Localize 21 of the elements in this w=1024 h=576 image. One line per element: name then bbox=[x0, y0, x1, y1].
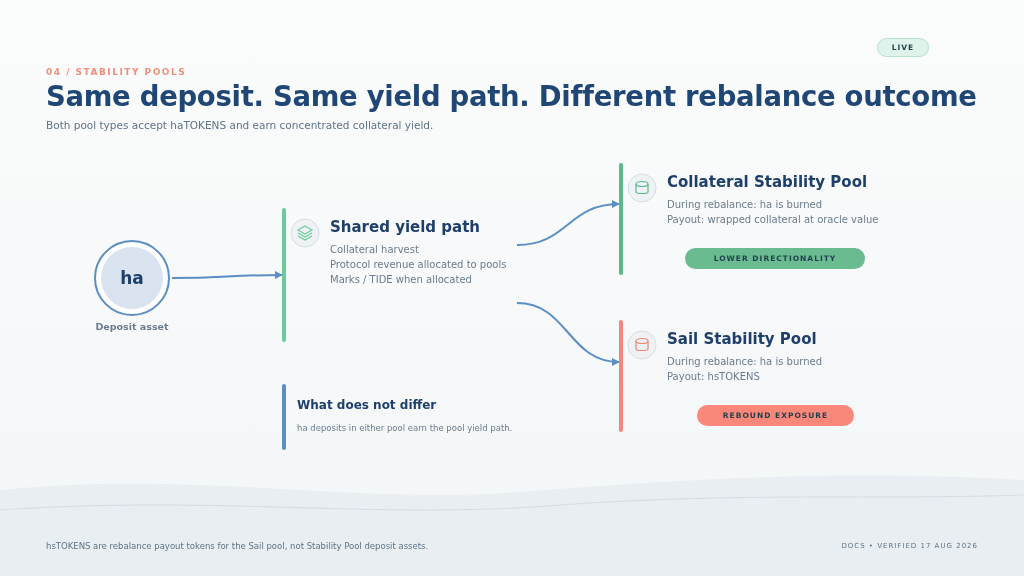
card-text: Collateral harvest bbox=[330, 243, 420, 257]
card-heading: Sail Stability Pool bbox=[667, 330, 818, 348]
title: Same deposit. Same yield path. Different rebalance outcome bbox=[46, 80, 977, 112]
asset-label: ha bbox=[120, 268, 144, 288]
card-text: Marks / TIDE when allocated bbox=[330, 273, 473, 287]
arrow bbox=[171, 271, 283, 280]
card-text: Protocol revenue allocated to pools bbox=[330, 258, 508, 272]
card-heading: What does not differ bbox=[297, 398, 438, 412]
node-label: Deposit asset bbox=[94, 321, 170, 332]
arrow bbox=[516, 200, 620, 246]
card-text: ha deposits in either pool earn the pool yield path. bbox=[297, 422, 514, 435]
footnote: hsTOKENS are rebalance payout tokens for the Sail pool, not Stability Pool deposit assets. bbox=[46, 541, 429, 551]
card-heading: Shared yield path bbox=[330, 218, 482, 236]
card-text: During rebalance: ha is burned bbox=[667, 355, 824, 369]
card-text: Payout: wrapped collateral at oracle value bbox=[667, 213, 880, 227]
section-label: 04 / STABILITY POOLS bbox=[46, 67, 187, 77]
arrow bbox=[516, 302, 620, 366]
card-text: Payout: hsTOKENS bbox=[667, 370, 761, 384]
subtitle: Both pool types accept haTOKENS and earn concentrated collateral yield. bbox=[46, 119, 434, 131]
card-heading: Collateral Stability Pool bbox=[667, 173, 869, 191]
card-text: During rebalance: ha is burned bbox=[667, 198, 824, 212]
